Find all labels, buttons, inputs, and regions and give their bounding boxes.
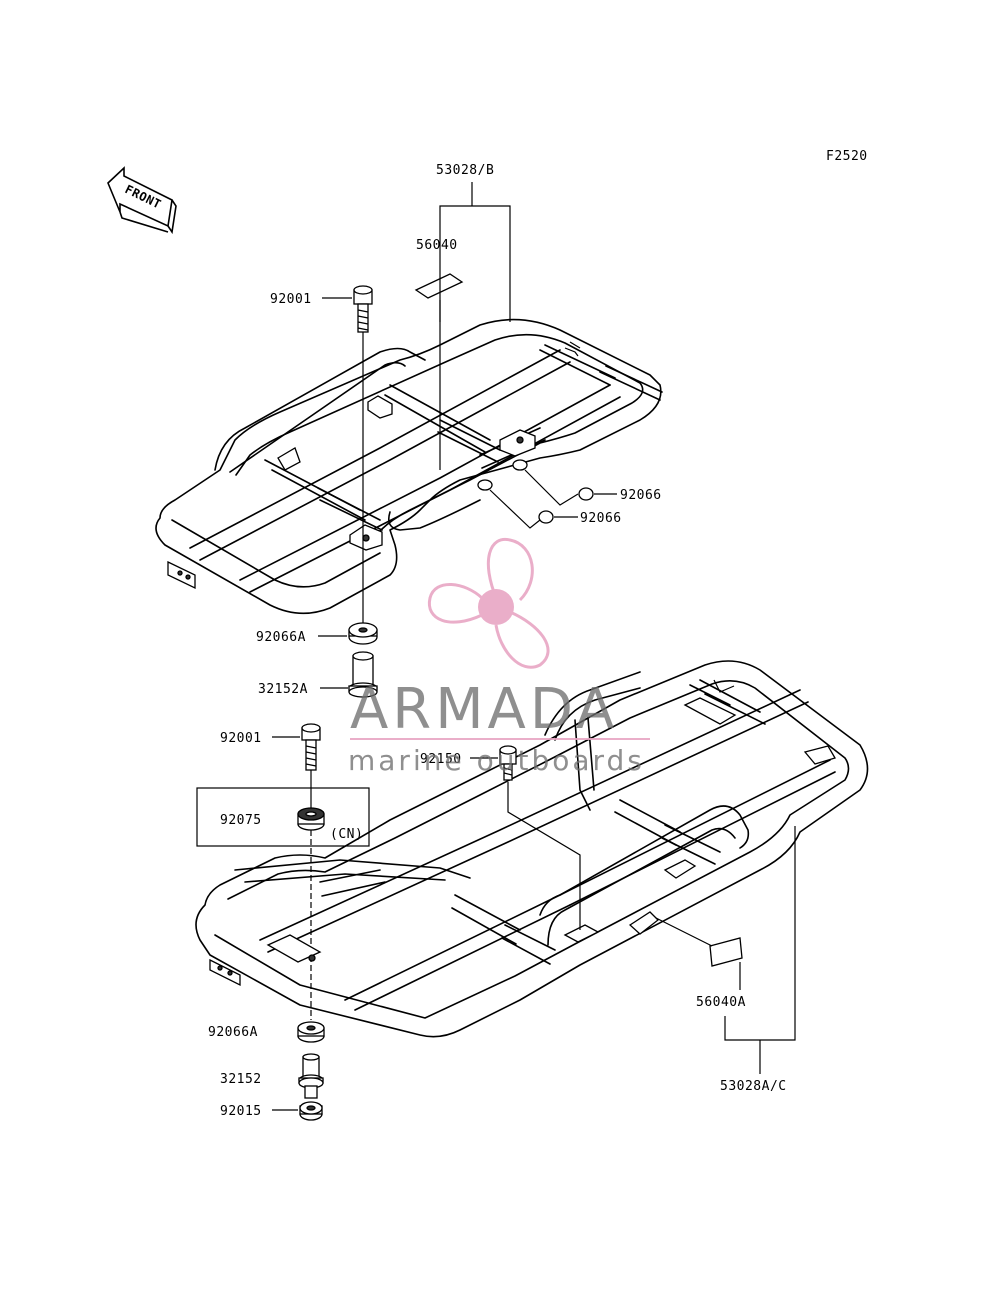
- bracket-53028b: [439, 205, 511, 322]
- label-32152a: 32152A: [258, 682, 308, 697]
- decal-56040: [414, 273, 464, 299]
- collar-32152a: [348, 651, 378, 698]
- nut-92066-b: [538, 510, 554, 524]
- label-32152: 32152: [220, 1072, 262, 1087]
- label-92066a-top: 92066A: [256, 630, 306, 645]
- figure-code: F2520: [826, 149, 868, 164]
- decal-56040a: [709, 937, 743, 967]
- front-direction-arrow: FRONT: [107, 166, 177, 235]
- label-cn: (CN): [330, 827, 363, 842]
- label-53028b: 53028/B: [436, 163, 494, 178]
- bolt-92001-mid: [301, 723, 321, 771]
- bolt-92150: [499, 745, 517, 781]
- watermark-tagline: marine outboards: [348, 744, 645, 777]
- collar-32152: [298, 1053, 324, 1099]
- bracket-box-92075: [196, 787, 370, 847]
- label-92150: 92150: [420, 752, 462, 767]
- watermark-brand: ARMADA: [350, 677, 618, 742]
- nut-92066-a: [578, 487, 594, 501]
- label-56040a: 56040A: [696, 995, 746, 1010]
- label-92015: 92015: [220, 1104, 262, 1119]
- grommet-92075: [297, 807, 325, 831]
- bottom-carrier-rack: [195, 660, 869, 1038]
- washer-92066a-bottom: [297, 1021, 325, 1043]
- label-92075: 92075: [220, 813, 262, 828]
- label-53028ac: 53028A/C: [720, 1079, 787, 1094]
- label-92066a-bottom: 92066A: [208, 1025, 258, 1040]
- bolt-92001-top: [353, 285, 373, 333]
- propeller-logo-icon: [427, 537, 550, 669]
- label-92001-top: 92001: [270, 292, 312, 307]
- armada-watermark: ARMADA marine outboards: [348, 537, 650, 777]
- nut-92015: [299, 1101, 323, 1121]
- top-carrier-rack: [155, 318, 663, 615]
- label-92066-b: 92066: [580, 511, 622, 526]
- label-56040: 56040: [416, 238, 458, 253]
- label-92066-a: 92066: [620, 488, 662, 503]
- washer-92066a-top: [348, 622, 378, 645]
- label-92001-mid: 92001: [220, 731, 262, 746]
